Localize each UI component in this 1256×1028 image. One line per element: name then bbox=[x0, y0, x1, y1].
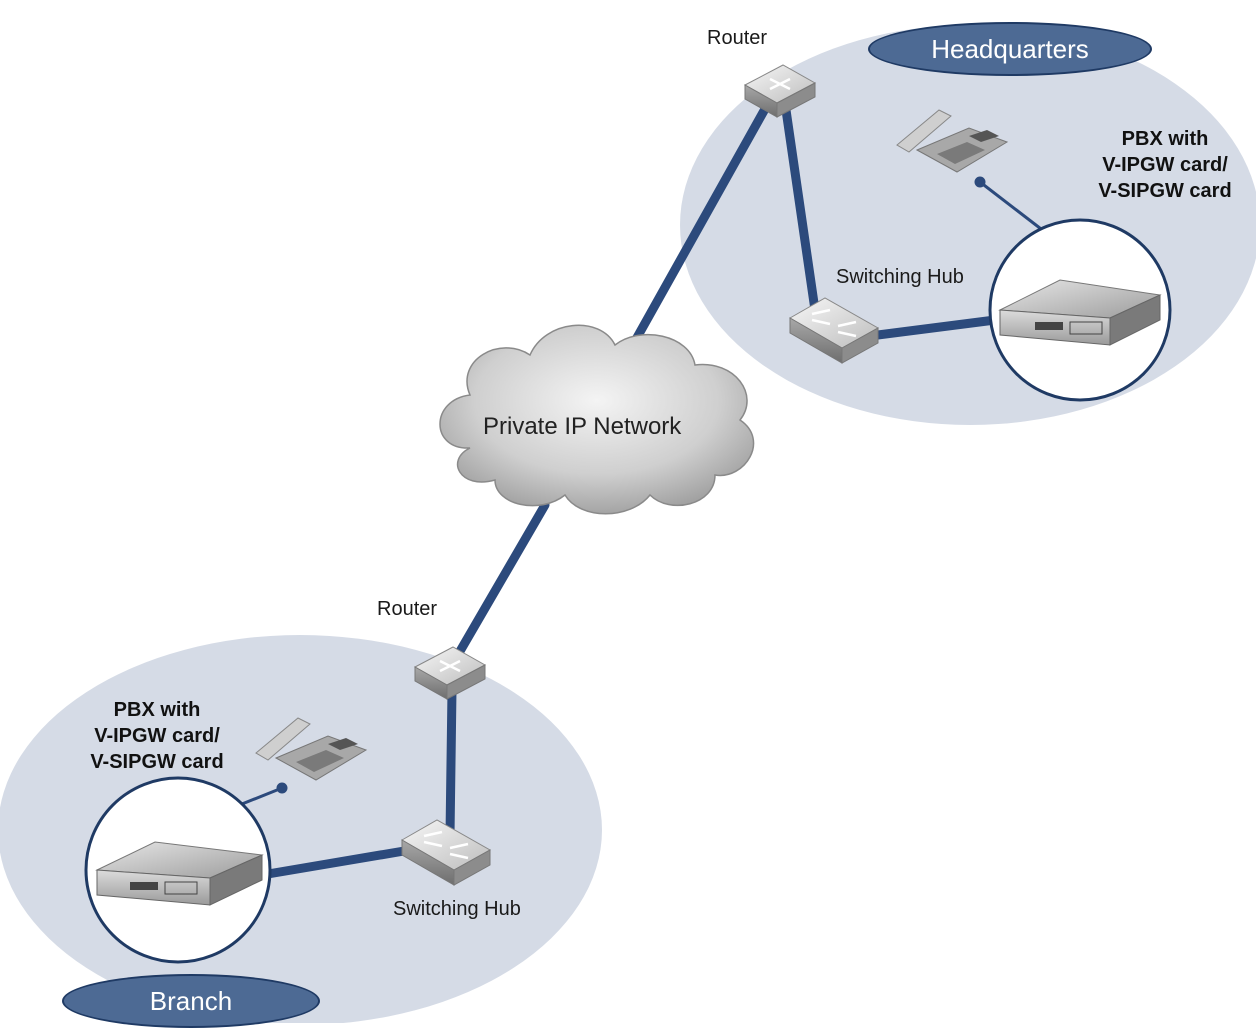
pbx-icon bbox=[988, 218, 1172, 402]
branch-hub-label: Switching Hub bbox=[393, 898, 521, 920]
link-hq-router-hub bbox=[781, 105, 820, 315]
link-branch-router-hub bbox=[445, 685, 457, 840]
headquarters-pill: Headquarters bbox=[868, 22, 1152, 76]
branch-router-label: Router bbox=[377, 598, 438, 620]
hq-pbx-label: PBX with V-IPGW card/ V-SIPGW card bbox=[1080, 126, 1250, 204]
router-icon bbox=[413, 646, 487, 700]
link-branch-hub-pbx bbox=[257, 845, 415, 880]
switching-hub-icon bbox=[788, 297, 880, 364]
branch-area bbox=[0, 635, 602, 1023]
hq-pbx-label-line1: PBX with bbox=[1121, 128, 1209, 150]
switching-hub-icon bbox=[400, 819, 492, 886]
branch-pbx-label: PBX with V-IPGW card/ V-SIPGW card bbox=[72, 697, 242, 775]
branch-pbx-label-line3: V-SIPGW card bbox=[90, 751, 224, 773]
hq-pbx-label-line3: V-SIPGW card bbox=[1098, 180, 1232, 202]
branch-pbx-label-line1: PBX with bbox=[113, 699, 201, 721]
link-cloud-branch-router bbox=[447, 500, 550, 670]
phone-icon bbox=[896, 109, 1009, 173]
link-hq-router-cloud bbox=[625, 95, 775, 355]
branch-pill: Branch bbox=[62, 974, 320, 1028]
router-icon bbox=[743, 64, 817, 118]
hq-hub-label: Switching Hub bbox=[836, 266, 964, 288]
hq-router-label: Router bbox=[707, 27, 768, 49]
hq-pbx-label-line2: V-IPGW card/ bbox=[1102, 154, 1228, 176]
network-label: Private IP Network bbox=[483, 413, 682, 440]
network-links bbox=[257, 95, 1000, 880]
pbx-icon bbox=[84, 776, 272, 964]
cloud-icon bbox=[439, 324, 755, 515]
branch-pbx-label-line2: V-IPGW card/ bbox=[94, 725, 220, 747]
link-hq-hub-pbx bbox=[865, 315, 1000, 341]
phone-icon bbox=[255, 717, 368, 781]
